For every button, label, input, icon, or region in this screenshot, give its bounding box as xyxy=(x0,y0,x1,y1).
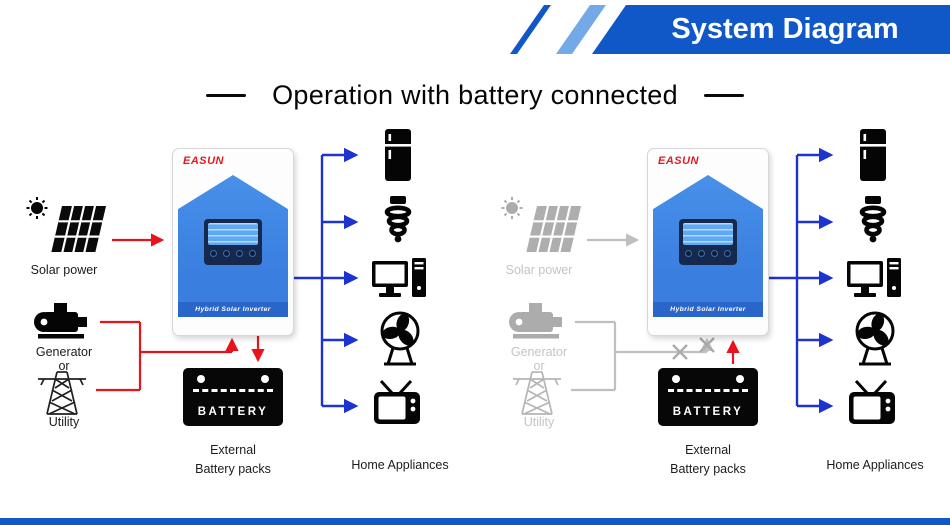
fan-icon xyxy=(851,310,899,368)
title-banner: System Diagram xyxy=(592,5,950,54)
inverter-front-panel: Hybrid Solar Inverter xyxy=(653,175,763,317)
utility-tower-icon xyxy=(30,368,94,416)
tv-icon xyxy=(849,380,901,426)
solar-panel-icon xyxy=(26,196,112,262)
battery-caption-line1: External xyxy=(685,443,731,457)
page-heading: Operation with battery connected xyxy=(0,80,950,111)
solar-power-label: Solar power xyxy=(505,263,573,277)
refrigerator-icon xyxy=(856,129,890,181)
battery-pack: BATTERY xyxy=(183,368,283,426)
inverter-front-panel: Hybrid Solar Inverter xyxy=(178,175,288,317)
home-appliances-label: Home Appliances xyxy=(351,458,449,472)
tv-icon xyxy=(374,380,426,426)
home-appliances-label: Home Appliances xyxy=(826,458,924,472)
or-label: or xyxy=(58,359,70,373)
lcd-display xyxy=(208,223,258,245)
inverter-buttons xyxy=(208,250,258,257)
heading-text: Operation with battery connected xyxy=(272,80,678,110)
inverter-buttons xyxy=(683,250,733,257)
inverter-model-band: Hybrid Solar Inverter xyxy=(178,302,288,317)
battery-caption-line1: External xyxy=(210,443,256,457)
refrigerator-icon xyxy=(381,129,415,181)
inverter-model-band: Hybrid Solar Inverter xyxy=(653,302,763,317)
battery-dash-stripe xyxy=(668,389,748,392)
hybrid-solar-inverter: EASUN Hybrid Solar Inverter xyxy=(172,148,294,336)
battery-terminal-left xyxy=(672,375,680,383)
generator-label: Generator xyxy=(35,345,93,359)
cfl-bulb-icon xyxy=(855,196,891,248)
generator-label: Generator xyxy=(510,345,568,359)
or-label: or xyxy=(533,359,545,373)
utility-label: Utility xyxy=(523,415,555,429)
generator-icon xyxy=(505,298,571,346)
battery-caption-line2: Battery packs xyxy=(670,462,746,476)
heading-dash-left xyxy=(206,93,247,98)
battery-terminal-right xyxy=(261,375,269,383)
inverter-lcd-screen xyxy=(204,219,262,265)
bottom-accent-bar xyxy=(0,518,950,525)
disconnect-x-mark xyxy=(699,337,715,353)
lcd-display xyxy=(683,223,733,245)
disconnect-x-mark xyxy=(672,344,688,360)
diagram-panel-right: Solar power Generator or Utility EASUN H… xyxy=(475,112,950,512)
computer-icon xyxy=(847,258,903,304)
easun-logo: EASUN xyxy=(183,155,225,167)
battery-terminal-left xyxy=(197,375,205,383)
battery-terminal-right xyxy=(736,375,744,383)
easun-logo: EASUN xyxy=(658,155,700,167)
utility-tower-icon xyxy=(505,368,569,416)
battery-caption-line2: Battery packs xyxy=(195,462,271,476)
solar-panel-icon xyxy=(501,196,587,262)
hybrid-solar-inverter: EASUN Hybrid Solar Inverter xyxy=(647,148,769,336)
fan-icon xyxy=(376,310,424,368)
computer-icon xyxy=(372,258,428,304)
battery-dash-stripe xyxy=(193,389,273,392)
battery-pack: BATTERY xyxy=(658,368,758,426)
solar-power-label: Solar power xyxy=(30,263,98,277)
cfl-bulb-icon xyxy=(380,196,416,248)
utility-label: Utility xyxy=(48,415,80,429)
banner-accent-line xyxy=(510,5,551,54)
battery-label: BATTERY xyxy=(197,406,269,418)
banner-title: System Diagram xyxy=(671,13,899,45)
inverter-lcd-screen xyxy=(679,219,737,265)
battery-label: BATTERY xyxy=(672,406,744,418)
diagram-panel-left: Solar power Generator or Utility EASUN H… xyxy=(0,112,475,512)
generator-icon xyxy=(30,298,96,346)
heading-dash-right xyxy=(703,93,744,98)
